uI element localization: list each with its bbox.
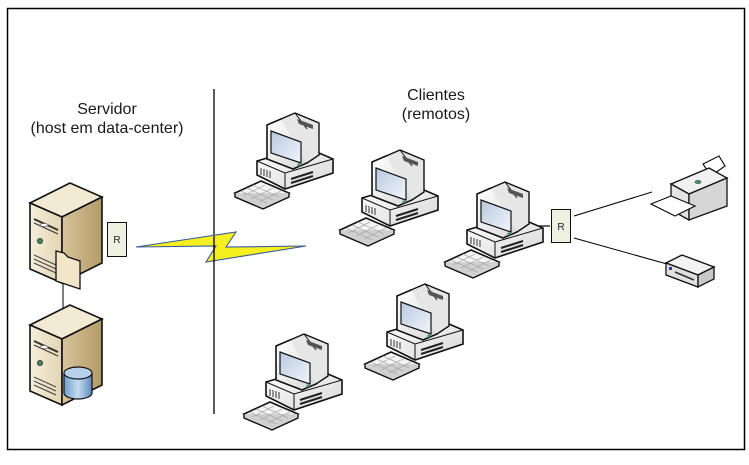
app-server-icon[interactable] [29, 182, 103, 290]
server-title: Servidor [77, 101, 137, 118]
link-router-to-printer [573, 191, 653, 217]
printer-icon[interactable] [649, 155, 729, 222]
server-section-label: Servidor (host em data-center) [0, 100, 214, 138]
server-router-label: R [113, 235, 120, 246]
wireless-link-icon [135, 231, 307, 263]
clients-title: Clientes [407, 87, 465, 104]
server-router[interactable]: R [107, 222, 127, 257]
client-router[interactable]: R [551, 209, 571, 243]
database-icon [63, 366, 93, 400]
file-folder-icon [55, 250, 81, 290]
external-device-icon[interactable] [664, 254, 716, 289]
client-router-label: R [557, 222, 564, 233]
clients-section-label: Clientes (remotos) [356, 86, 516, 124]
database-server-icon[interactable] [29, 304, 103, 406]
link-router-to-modem [573, 237, 668, 265]
clients-subtitle: (remotos) [401, 106, 471, 123]
server-subtitle: (host em data-center) [30, 120, 184, 137]
